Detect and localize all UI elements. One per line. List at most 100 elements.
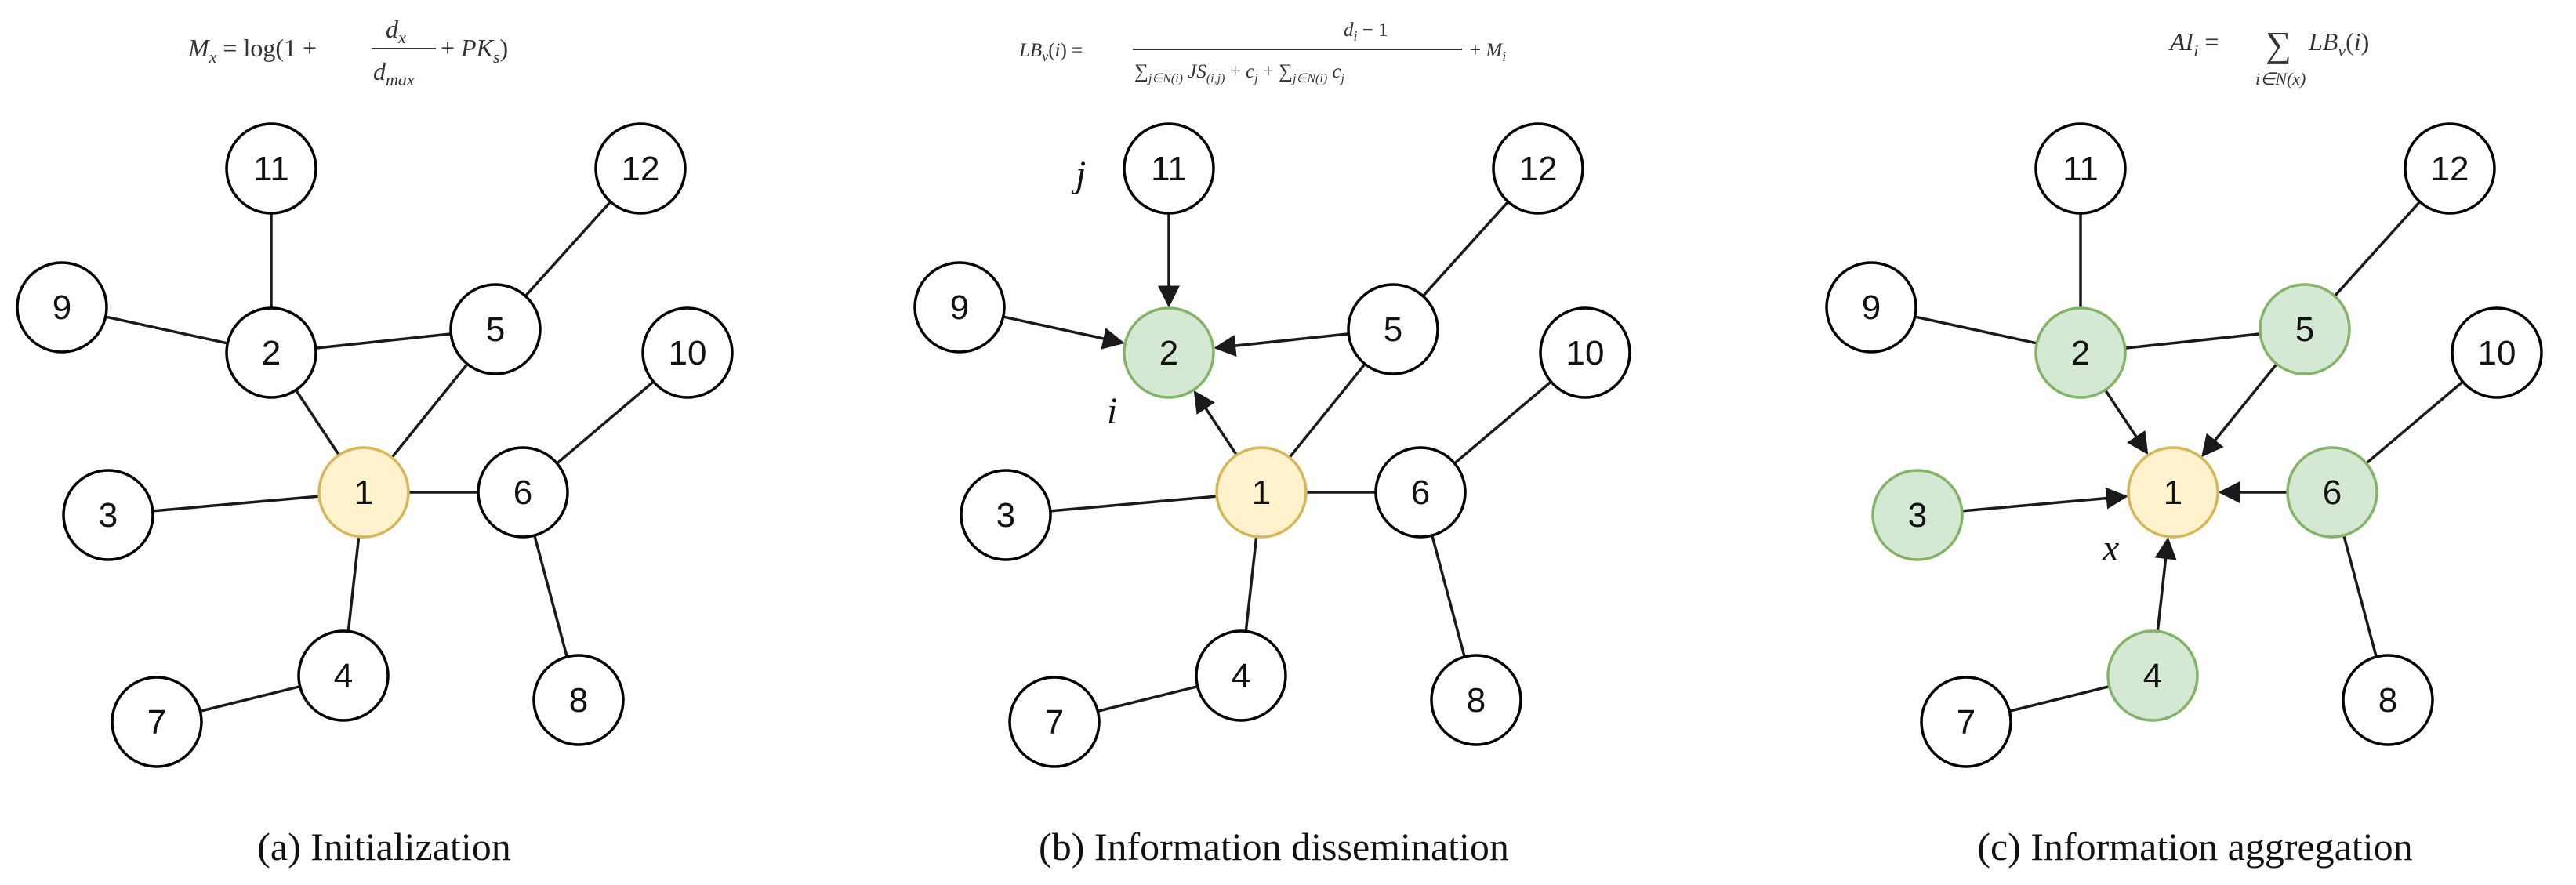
node-label: 4 [1232,657,1250,695]
node-10: 10 [2451,306,2543,399]
node-5: 5 [1347,283,1439,375]
arrow-5-1 [2201,363,2278,458]
node-circle [1920,676,2012,768]
edge-6-10 [556,380,655,465]
node-label: 4 [2143,657,2162,695]
node-5: 5 [449,283,542,375]
svg-text:i∈N(x): i∈N(x) [2255,69,2306,89]
edge-5-12 [1421,201,1510,297]
node-label: 6 [513,473,532,512]
node-9: 9 [16,261,108,354]
node-circle [1539,306,1631,399]
caption-a: (a) Initialization [257,825,510,869]
node-circle [2034,306,2127,399]
edge-5-12 [2333,201,2422,297]
node-circle [1123,122,1215,215]
caption-c: (c) Information aggregation [1977,825,2412,869]
node-3: 3 [62,469,154,561]
node-label: 7 [147,703,166,742]
node-12: 12 [1492,122,1584,215]
node-label: 10 [669,334,707,372]
edge-1-3 [152,495,320,513]
node-label: 7 [1957,703,1976,742]
svg-text:+ PKs): + PKs) [441,34,508,67]
node-4: 4 [2106,629,2199,722]
node-4: 4 [1195,629,1287,722]
node-label: 8 [2378,681,2397,720]
node-label: 6 [1411,473,1430,512]
edge-4-7 [2008,685,2110,713]
node-circle [62,469,154,561]
node-10: 10 [1539,306,1631,399]
node-circle [594,122,687,215]
edge-6-10 [1453,380,1552,465]
node-label: 10 [1566,334,1605,372]
node-7: 7 [1920,676,2012,768]
node-6: 6 [1374,446,1467,539]
node-6: 6 [477,446,569,539]
node-circle [1123,306,1215,399]
node-6: 6 [2286,446,2378,539]
node-label: 9 [1862,288,1881,327]
edge-2-5 [315,332,452,350]
node-circle [1347,283,1439,375]
node-label: 12 [1519,150,1558,188]
edge-6-10 [2365,380,2464,465]
node-9: 9 [1825,261,1917,354]
node-circle [2127,446,2219,539]
node-circle [449,283,542,375]
svg-text:dx: dx [386,15,406,47]
arrow-4-1 [2154,537,2177,632]
node-2: 2 [225,306,317,399]
node-12: 12 [594,122,687,215]
node-circle [317,446,410,539]
edge-1-5 [390,363,469,459]
edges [1914,201,2464,713]
node-9: 9 [913,261,1006,354]
node-label: 10 [2478,334,2516,372]
node-circle [2106,629,2199,722]
arrow-9-2 [1003,315,1125,350]
node-8: 8 [532,654,625,746]
svg-text:dmax: dmax [373,57,415,89]
edge-4-7 [1097,685,1199,713]
arrow-3-1 [1961,487,2128,513]
node-circle [1008,676,1101,768]
node-circle [2342,654,2434,746]
edge-1-2 [295,389,340,456]
annotation-i: i [1107,390,1117,432]
node-label: 7 [1045,703,1064,742]
node-circle [641,306,734,399]
node-circle [1871,469,1964,561]
node-label: 5 [486,310,505,349]
node-11: 11 [2034,122,2127,215]
node-10: 10 [641,306,734,399]
node-circle [960,469,1052,561]
edge-2-9 [1914,315,2037,345]
node-circle [2451,306,2543,399]
node-1: 1 [1215,446,1308,539]
node-8: 8 [2342,654,2434,746]
node-circle [2034,122,2127,215]
caption-b: (b) Information dissemination [1039,825,1509,869]
edges [105,201,655,713]
annotation-x: x [2102,528,2119,569]
formula-mx: Mx = log(1 + dx dmax + PKs) [187,15,508,89]
arrow-1-2 [1193,390,1238,456]
node-label: 2 [1159,334,1178,372]
annotation-j: j [1071,154,1086,195]
node-label: 3 [99,496,118,535]
edge-6-8 [2342,535,2378,658]
node-circle [1195,629,1287,722]
node-label: 5 [1384,310,1402,349]
edge-1-5 [1288,363,1366,459]
node-circle [111,676,203,768]
node-2: 2 [1123,306,1215,399]
